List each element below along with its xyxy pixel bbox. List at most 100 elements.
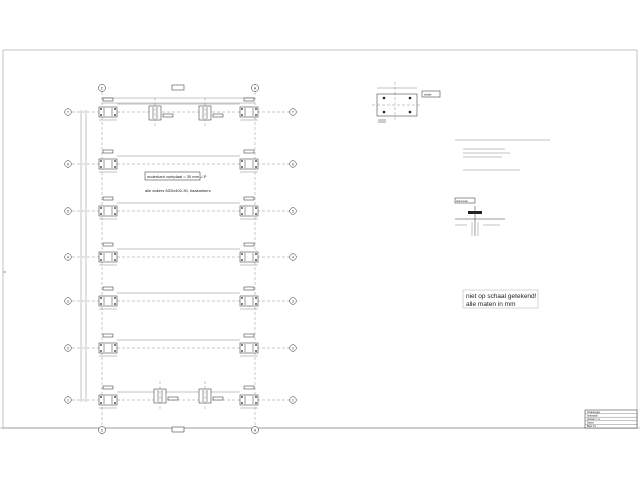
base-plate: [98, 251, 118, 263]
base-plate: [98, 158, 118, 170]
plate-tag: [243, 149, 255, 154]
anchor-bolt: [100, 259, 102, 261]
title-block-line: Ankerplan: [587, 414, 598, 417]
anchor-bolt: [255, 303, 257, 305]
anchor-bolt: [100, 213, 102, 215]
anchor-bolt: [114, 166, 116, 168]
plate-tag: [243, 333, 255, 338]
anchor-bolt: [114, 303, 116, 305]
anchor-bolt: [241, 108, 243, 110]
anchor-bolt: [114, 253, 116, 255]
grid-label-col: C: [101, 428, 104, 432]
grid-bubble-row: [64, 344, 72, 352]
grid-bubble-row: [289, 344, 297, 352]
base-plate: [98, 394, 118, 406]
anchor-bolt: [114, 402, 116, 404]
grid-label-row: 4: [292, 255, 294, 259]
anchor-bolt: [114, 297, 116, 299]
anchor-bolt: [241, 253, 243, 255]
plate-tag: [102, 242, 114, 247]
anchor-bolt: [100, 207, 102, 209]
grid-bubble-row: [64, 160, 72, 168]
plate-tag: [162, 113, 174, 118]
note-plate: onderkant voetplaat = 30 mm -/-P: [147, 174, 207, 179]
base-plate: [239, 295, 259, 307]
grid-bubble-row: [289, 207, 297, 215]
section-detail: doorsnede: [454, 197, 505, 236]
title-block-line: Blad 1/1: [587, 425, 596, 428]
plate-tag: [243, 286, 255, 291]
anchor-bolt: [241, 207, 243, 209]
anchor-bolt: [114, 207, 116, 209]
anchor-bolt: [114, 350, 116, 352]
grid-bubble-row: [289, 108, 297, 116]
anchor-bolt: [114, 114, 116, 116]
anchor-bolt: [241, 297, 243, 299]
grid-label-col: A: [254, 428, 257, 432]
anchor-bolt: [114, 396, 116, 398]
anchor-bolt: [255, 166, 257, 168]
anchor-bolt: [255, 350, 257, 352]
grid-bubble-col: [98, 426, 106, 434]
anchor-bolt: [255, 297, 257, 299]
grid-bubble-row: [289, 396, 297, 404]
anchor-bolt: [255, 160, 257, 162]
base-plate: [239, 342, 259, 354]
anchor-bolt: [241, 166, 243, 168]
grid-bubble-row: [64, 396, 72, 404]
grid-label-row: 7: [292, 110, 294, 114]
scale-note-line1: niet op schaal getekend!: [466, 293, 537, 300]
grid-label-row: 7: [67, 110, 69, 114]
anchor-bolt: [100, 114, 102, 116]
grid-label-col: A: [254, 86, 257, 90]
base-plate: [239, 205, 259, 217]
anchor-bolt: [100, 253, 102, 255]
grid-label-row: 3: [67, 299, 69, 303]
anchor-bolt: [255, 396, 257, 398]
grid-bubble-row: [64, 297, 72, 305]
legend-block: [455, 139, 550, 171]
grid-label-row: 4: [67, 255, 69, 259]
grid-label-row: 6: [67, 162, 69, 166]
anchor-bolt: [255, 253, 257, 255]
section-label: doorsnede: [456, 200, 468, 203]
grid-bubble-row: [289, 160, 297, 168]
anchor-bolt: [114, 259, 116, 261]
grid-bubble-col: [251, 426, 259, 434]
anchor-bolt: [100, 297, 102, 299]
title-block-line: Onderlegger: [587, 411, 600, 414]
grid-bubble-col: [98, 84, 106, 92]
base-plate: [98, 106, 118, 118]
anchor-bolt: [114, 160, 116, 162]
anchor-bolt: [255, 114, 257, 116]
anchor-bolt: [100, 160, 102, 162]
base-plate: [98, 295, 118, 307]
dimension-box-bottom: [171, 426, 185, 433]
anchor-bolt: [255, 259, 257, 261]
sheet-border: [2, 49, 638, 429]
plate-tag: [102, 286, 114, 291]
base-plate: [239, 394, 259, 406]
anchor-bolt: [100, 350, 102, 352]
plate-tag: [243, 385, 255, 390]
anchor-bolt: [114, 213, 116, 215]
grid-bubble-row: [289, 297, 297, 305]
anchor-bolt: [100, 402, 102, 404]
grid-label-row: 5: [67, 209, 69, 213]
base-plate: [98, 342, 118, 354]
anchor-bolt: [100, 303, 102, 305]
base-plate: [239, 158, 259, 170]
plate-tag: [102, 333, 114, 338]
title-block-line: Schaal: n.v.t.: [587, 418, 601, 421]
scale-note: niet op schaal getekend! alle maten in m…: [462, 289, 539, 309]
grid-label-col: C: [101, 86, 104, 90]
grid-label-row: 5: [292, 209, 294, 213]
grid-label-row: 6: [292, 162, 294, 166]
grid-bubble-row: [64, 207, 72, 215]
grid-bubble-row: [64, 108, 72, 116]
plate-tag: [102, 149, 114, 154]
grid-label-row: 2: [67, 346, 69, 350]
anchor-bolt: [241, 259, 243, 261]
note-box: [144, 171, 201, 181]
grid-bubble-col: [251, 84, 259, 92]
